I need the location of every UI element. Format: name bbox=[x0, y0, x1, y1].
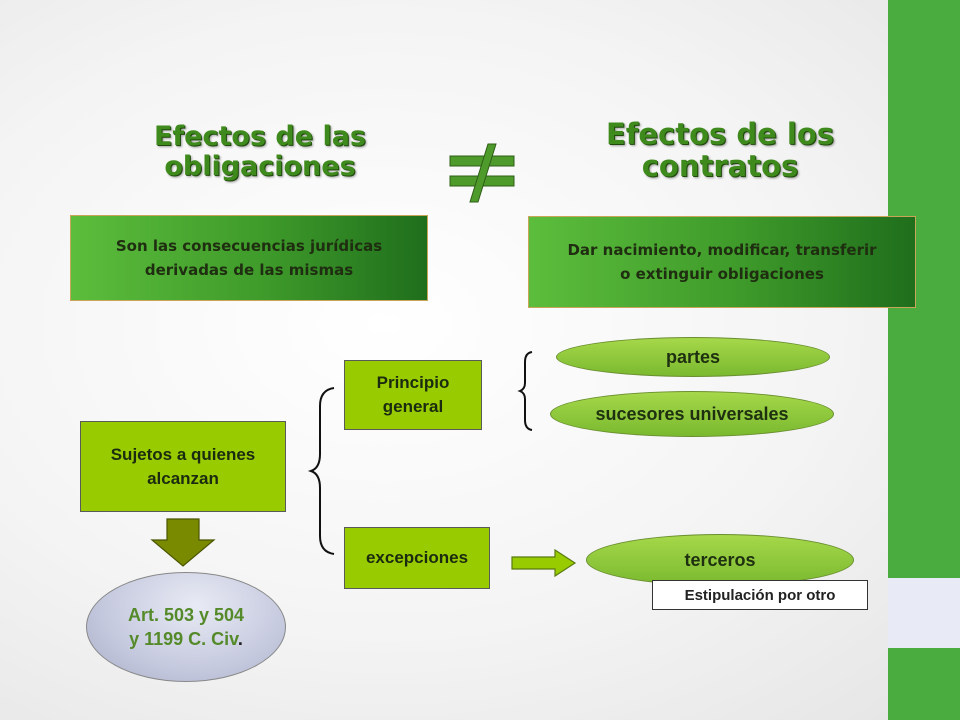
side-strip-light bbox=[888, 578, 960, 648]
right-definition-line2: o extinguir obligaciones bbox=[620, 265, 824, 283]
not-equal-icon bbox=[449, 143, 515, 203]
stipulation-label-box: Estipulación por otro bbox=[652, 580, 868, 610]
left-definition-line2: derivadas de las mismas bbox=[144, 261, 354, 279]
right-definition-line1: Dar nacimiento, modificar, transferir bbox=[567, 241, 877, 259]
right-heading: Efectos de los contratos bbox=[545, 118, 895, 183]
right-heading-line2: contratos bbox=[641, 149, 799, 184]
down-arrow-icon bbox=[150, 518, 216, 567]
principle-box: Principio general bbox=[344, 360, 482, 430]
subjects-line2: alcanzan bbox=[147, 468, 219, 488]
article-ellipse: Art. 503 y 504 y 1199 C. Civ. bbox=[86, 572, 286, 682]
small-brace-icon bbox=[517, 351, 533, 431]
parties-label: partes bbox=[665, 346, 721, 367]
exceptions-box: excepciones bbox=[344, 527, 490, 589]
right-arrow-icon bbox=[511, 548, 577, 578]
third-parties-ellipse: terceros bbox=[586, 534, 854, 586]
right-heading-line1: Efectos de los bbox=[605, 117, 835, 151]
parties-ellipse: partes bbox=[556, 337, 830, 377]
subjects-line1: Sujetos a quienes bbox=[110, 444, 256, 464]
subjects-box: Sujetos a quienes alcanzan bbox=[80, 421, 286, 512]
article-line1: Art. 503 y 504 bbox=[127, 604, 245, 625]
left-definition-box: Son las consecuencias jurídicas derivada… bbox=[70, 215, 428, 301]
left-heading-line2: obligaciones bbox=[164, 151, 356, 183]
successors-ellipse: sucesores universales bbox=[550, 391, 834, 437]
exceptions-label: excepciones bbox=[365, 548, 469, 568]
principle-line1: Principio bbox=[376, 373, 450, 393]
left-heading-line1: Efectos de las bbox=[153, 121, 367, 152]
principle-line2: general bbox=[382, 397, 444, 416]
left-definition-line1: Son las consecuencias jurídicas bbox=[115, 237, 383, 255]
left-heading: Efectos de las obligaciones bbox=[90, 121, 430, 183]
article-suffix: . bbox=[237, 629, 243, 649]
third-parties-label: terceros bbox=[684, 549, 756, 570]
right-definition-box: Dar nacimiento, modificar, transferir o … bbox=[528, 216, 916, 308]
stipulation-label: Estipulación por otro bbox=[684, 586, 836, 604]
article-line2: y 1199 C. Civ. bbox=[128, 627, 244, 651]
article-line2-text: y 1199 C. Civ bbox=[129, 629, 238, 649]
side-strip-bottom bbox=[888, 648, 960, 720]
curly-brace-icon bbox=[307, 387, 335, 555]
successors-label: sucesores universales bbox=[595, 403, 789, 424]
